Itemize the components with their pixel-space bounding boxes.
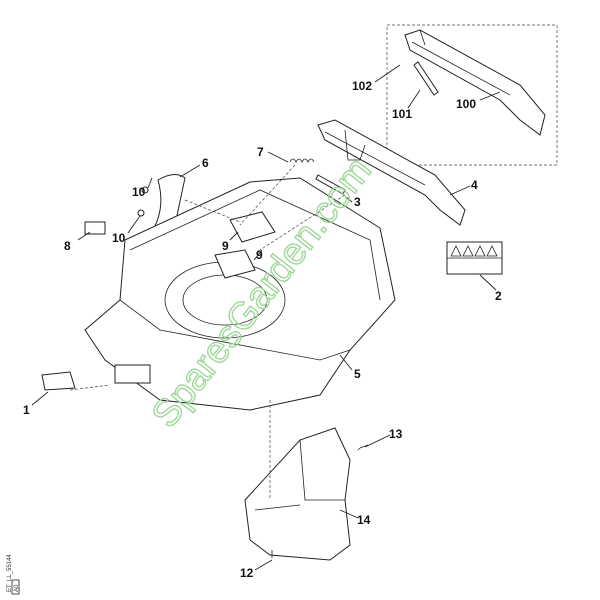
callout-5: 5 <box>354 367 361 381</box>
kit-box-outline <box>386 24 558 166</box>
callout-4: 4 <box>471 178 478 192</box>
callout-10: 10 <box>132 185 146 199</box>
callout-12: 12 <box>240 566 254 580</box>
revision-code: A0 <box>14 584 20 592</box>
drawing-code: ET_LL_55144 <box>7 554 13 592</box>
callout-2: 2 <box>495 289 502 303</box>
part-5-mower-deck <box>84 177 396 411</box>
callout-10: 10 <box>112 231 126 245</box>
callout-7: 7 <box>257 145 264 159</box>
callout-100: 100 <box>456 97 476 111</box>
part-2-warning-label <box>446 241 503 275</box>
callout-8: 8 <box>64 239 71 253</box>
part-1-plate <box>41 371 76 391</box>
callout-9: 9 <box>256 248 263 262</box>
callout-1: 1 <box>23 403 30 417</box>
part-100-handle <box>404 29 546 136</box>
leader-lines <box>31 64 501 571</box>
callout-6: 6 <box>202 156 209 170</box>
part-10-nut <box>137 209 145 217</box>
part-14-rear-flap <box>244 427 351 561</box>
callout-13: 13 <box>389 427 403 441</box>
callout-14: 14 <box>357 513 371 527</box>
part-4-handle <box>317 119 466 226</box>
callout-102: 102 <box>352 79 372 93</box>
part-10-nut <box>141 186 149 194</box>
part-101-pin <box>413 61 439 96</box>
callout-3: 3 <box>354 195 361 209</box>
part-8-label <box>84 221 106 235</box>
revision-box <box>11 579 20 595</box>
part-13-screw <box>357 444 369 451</box>
callout-9: 9 <box>222 239 229 253</box>
callout-101: 101 <box>392 107 412 121</box>
part-7-spring <box>289 158 315 163</box>
